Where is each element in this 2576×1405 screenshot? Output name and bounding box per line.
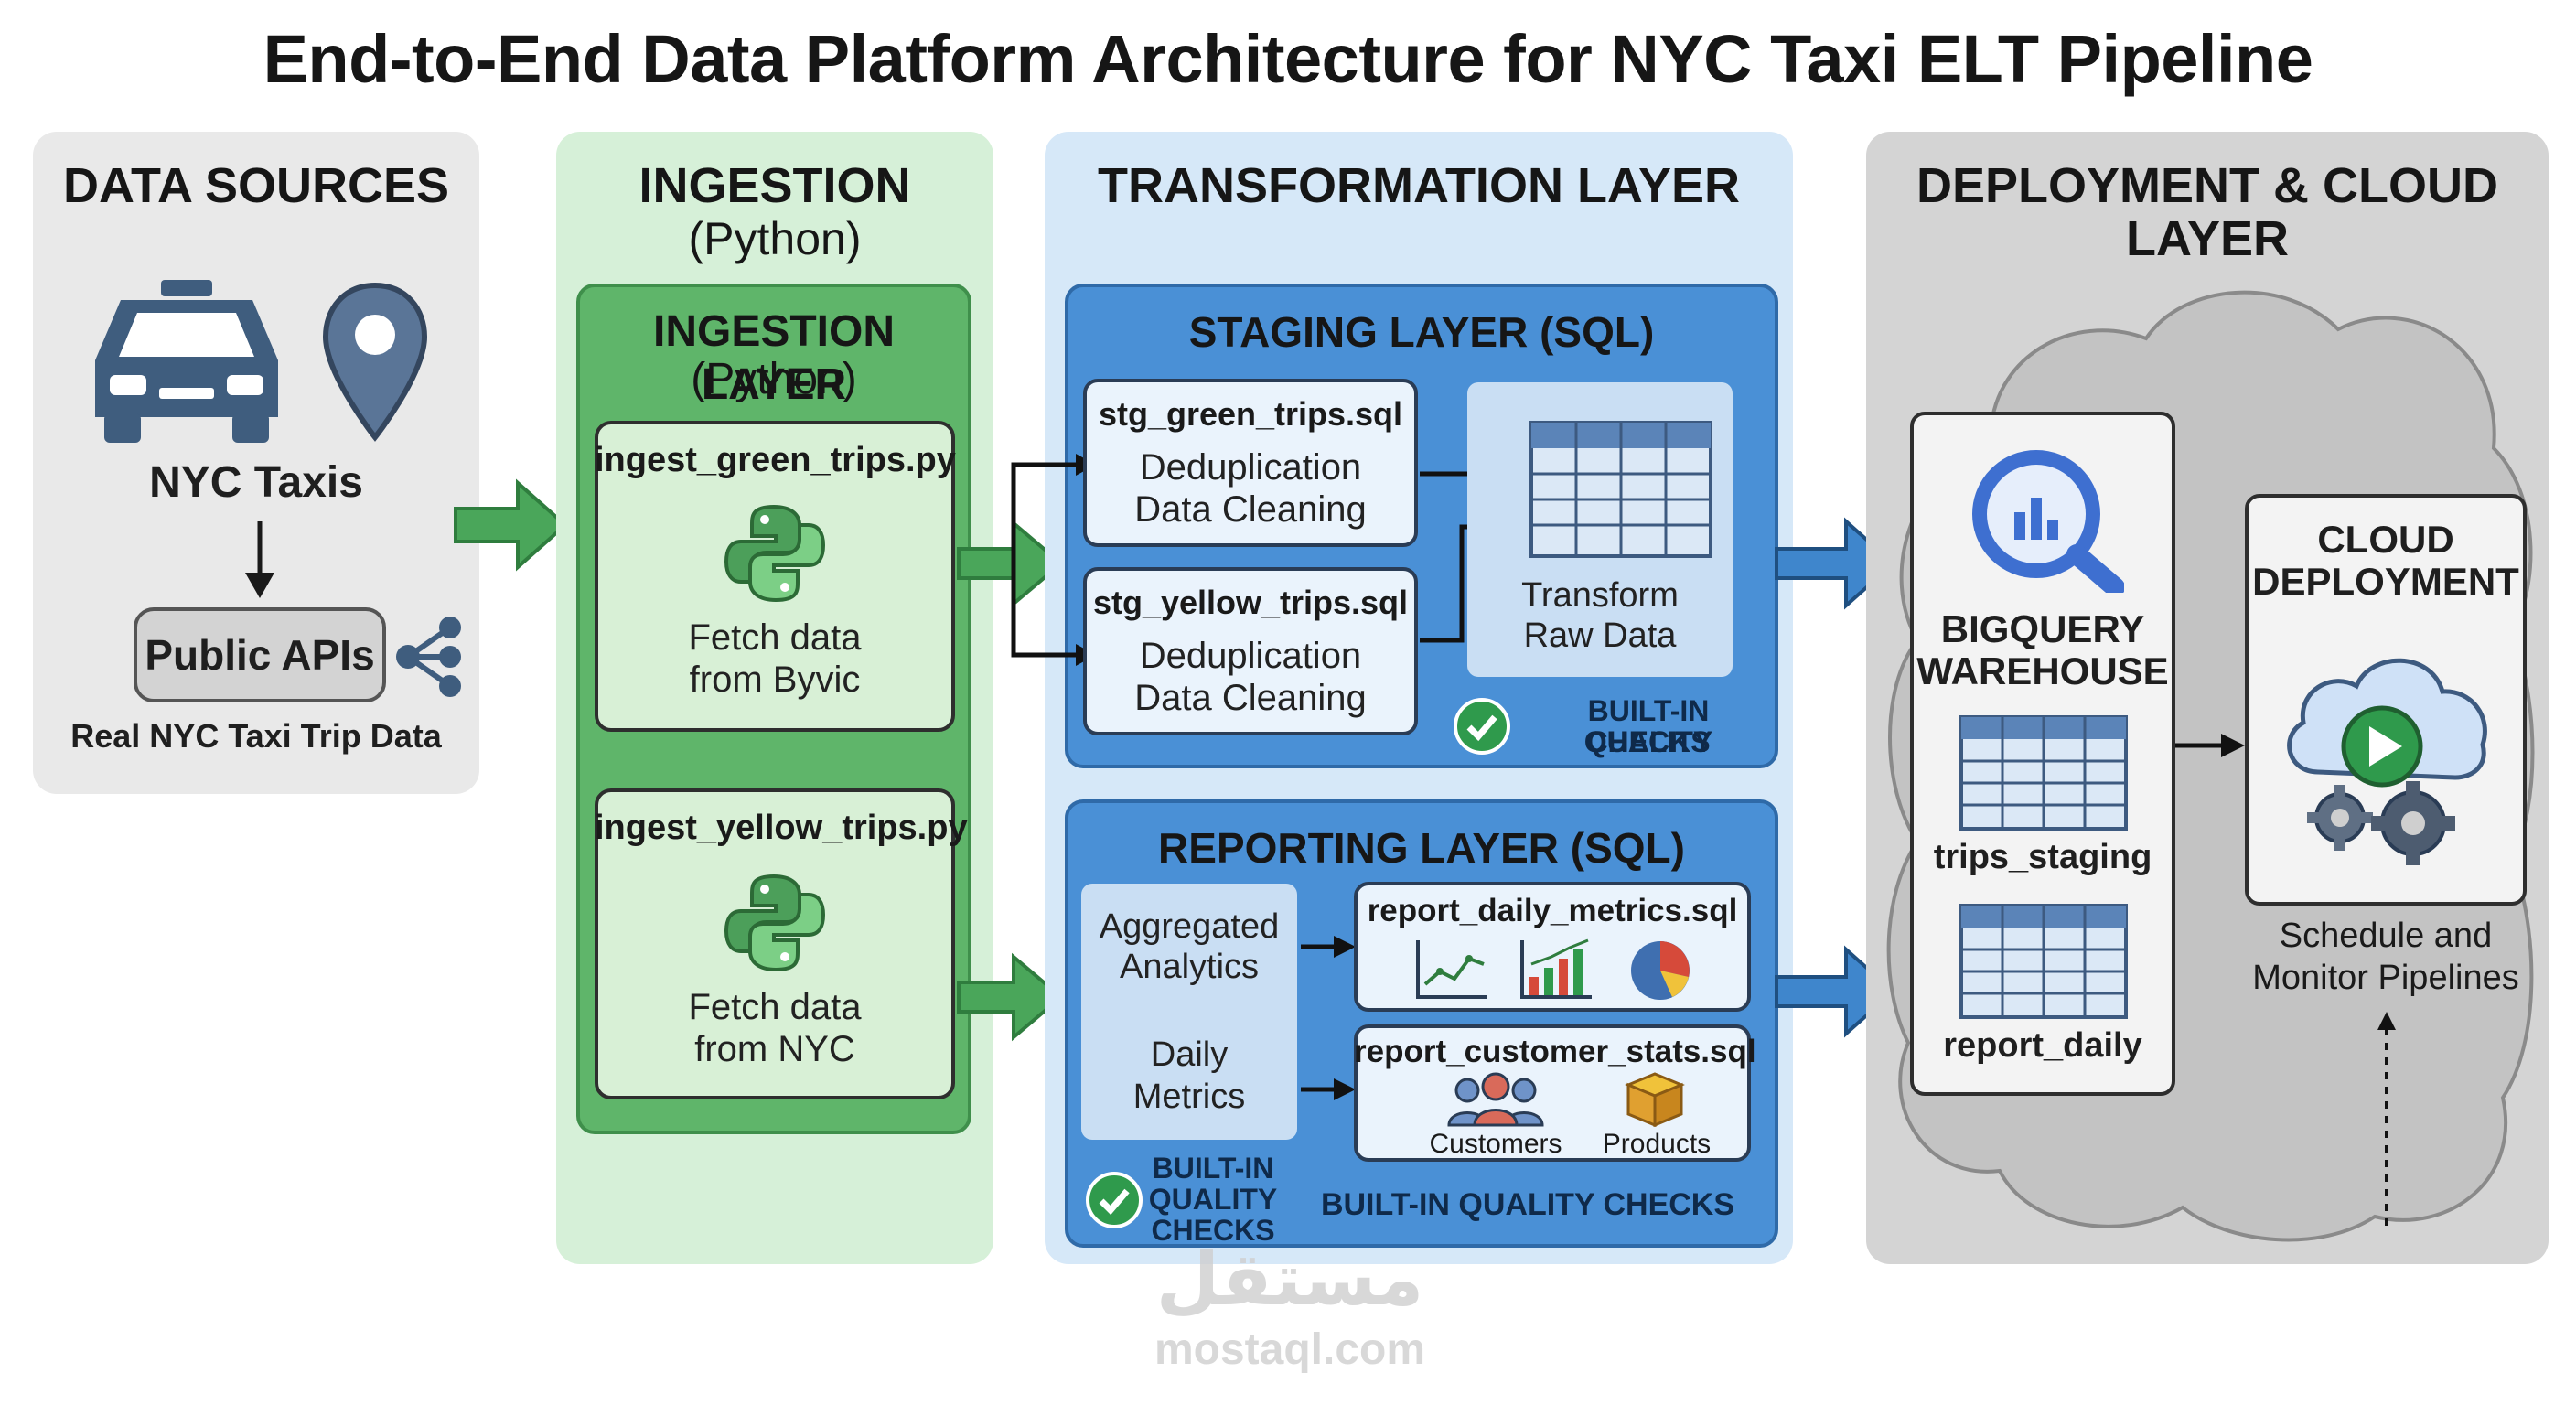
report-daily-label: report_daily xyxy=(1943,1026,2142,1065)
stg-yellow-line1: Deduplication xyxy=(1139,636,1362,676)
ingest-green-file: ingest_green_trips.py xyxy=(595,441,956,479)
share-icon xyxy=(396,617,461,697)
cloud-deployment-line2: DEPLOYMENT xyxy=(2252,560,2519,603)
pie-chart-icon xyxy=(1631,941,1690,1000)
deployment-heading-line1: DEPLOYMENT & CLOUD xyxy=(1916,158,2498,213)
taxi-icon xyxy=(95,280,278,443)
stg-yellow-file: stg_yellow_trips.sql xyxy=(1092,584,1409,621)
transformation-heading: TRANSFORMATION LAYER xyxy=(1098,158,1740,213)
to-report-customer-arrow xyxy=(1301,1078,1356,1100)
python-icon xyxy=(724,874,826,972)
stg-green-line1: Deduplication xyxy=(1139,447,1362,488)
bigquery-to-cloud-arrow xyxy=(2175,734,2245,757)
stg-green-file: stg_green_trips.sql xyxy=(1098,395,1403,433)
bigquery-line2: WAREHOUSE xyxy=(1916,649,2169,692)
transform-line1: Transform xyxy=(1521,576,1679,615)
deployment-heading-line2: LAYER xyxy=(2125,211,2290,266)
bar-chart-icon xyxy=(1520,938,1592,999)
stg-green-line2: Data Cleaning xyxy=(1134,489,1367,530)
customers-label: Customers xyxy=(1429,1129,1562,1159)
sources-to-ingestion-arrow xyxy=(454,478,569,572)
check-icon xyxy=(1454,698,1510,755)
customers-icon xyxy=(1447,1072,1544,1127)
ingestion-heading-sub: (Python) xyxy=(688,213,862,264)
report-customer-file: report_customer_stats.sql xyxy=(1354,1034,1756,1069)
map-pin-icon xyxy=(322,282,428,442)
products-icon xyxy=(1625,1072,1685,1127)
table-icon xyxy=(1959,715,2128,831)
python-icon xyxy=(724,504,826,603)
reporting-quality-line1: BUILT-IN xyxy=(1152,1152,1274,1185)
ingestion-layer-title: INGESTION LAYER xyxy=(652,307,896,409)
table-icon xyxy=(1530,421,1712,558)
schedule-line2: Monitor Pipelines xyxy=(2252,959,2519,997)
watermark-url: mostaql.com xyxy=(1154,1325,1426,1374)
schedule-line1: Schedule and xyxy=(2279,917,2493,955)
bigquery-line1: BIGQUERY xyxy=(1940,607,2145,650)
page-title: End-to-End Data Platform Architecture fo… xyxy=(263,21,2313,97)
agg-line1: Aggregated xyxy=(1099,907,1280,946)
table-icon xyxy=(1959,904,2128,1019)
public-apis-box: Public APIs xyxy=(134,607,386,702)
report-daily-file: report_daily_metrics.sql xyxy=(1367,893,1738,928)
ingest-yellow-line1: Fetch data xyxy=(688,987,862,1027)
stg-green-card xyxy=(1083,379,1418,547)
nyc-taxis-label: NYC Taxis xyxy=(149,458,363,507)
stg-yellow-line2: Data Cleaning xyxy=(1134,678,1367,718)
dotted-up-arrow xyxy=(2377,1012,2396,1226)
line-chart-icon xyxy=(1416,940,1487,999)
agg-line2: Analytics xyxy=(1119,948,1260,986)
ingestion-heading: INGESTION xyxy=(639,158,911,213)
ingest-yellow-line2: from NYC xyxy=(694,1029,855,1069)
transform-line2: Raw Data xyxy=(1523,617,1677,655)
bigquery-icon xyxy=(1972,450,2124,593)
reporting-layer-title: REPORTING LAYER (SQL) xyxy=(1158,824,1685,872)
staging-quality-line2: CHECKS xyxy=(1586,725,1711,758)
staging-quality-line1: BUILT-IN QUALITY xyxy=(1583,694,1713,758)
report-customer-card xyxy=(1354,1024,1751,1162)
reporting-quality-line2: QUALITY xyxy=(1148,1183,1278,1216)
aggregated-analytics-box xyxy=(1081,884,1297,1140)
cloud-deployment-line1: CLOUD xyxy=(2317,518,2454,561)
to-report-daily-arrow xyxy=(1301,936,1356,958)
ingestion-layer-sub: (Python) xyxy=(691,355,857,403)
products-label: Products xyxy=(1602,1129,1712,1159)
trips-staging-label: trips_staging xyxy=(1933,838,2152,876)
sources-caption: Real NYC Taxi Trip Data xyxy=(70,717,442,755)
watermark-arabic: مستقل xyxy=(1155,1239,1424,1320)
staging-layer-title: STAGING LAYER (SQL) xyxy=(1188,308,1655,356)
ingest-yellow-file: ingest_yellow_trips.py xyxy=(595,809,968,847)
down-arrow xyxy=(245,521,274,598)
reporting-quality-footer: BUILT-IN QUALITY CHECKS xyxy=(1320,1187,1735,1222)
check-icon xyxy=(1086,1172,1143,1228)
daily-line1: Daily xyxy=(1150,1035,1229,1074)
ingestion-to-reporting-arrow xyxy=(957,952,1065,1042)
data-sources-heading: DATA SOURCES xyxy=(62,158,449,213)
ingest-green-line2: from Byvic xyxy=(689,660,861,700)
ingest-green-line1: Fetch data xyxy=(688,617,862,658)
reporting-quality-line3: CHECKS xyxy=(1151,1214,1275,1247)
cloud-deploy-icon xyxy=(2287,658,2487,865)
daily-line2: Metrics xyxy=(1132,1078,1246,1116)
stg-yellow-card xyxy=(1083,567,1418,735)
